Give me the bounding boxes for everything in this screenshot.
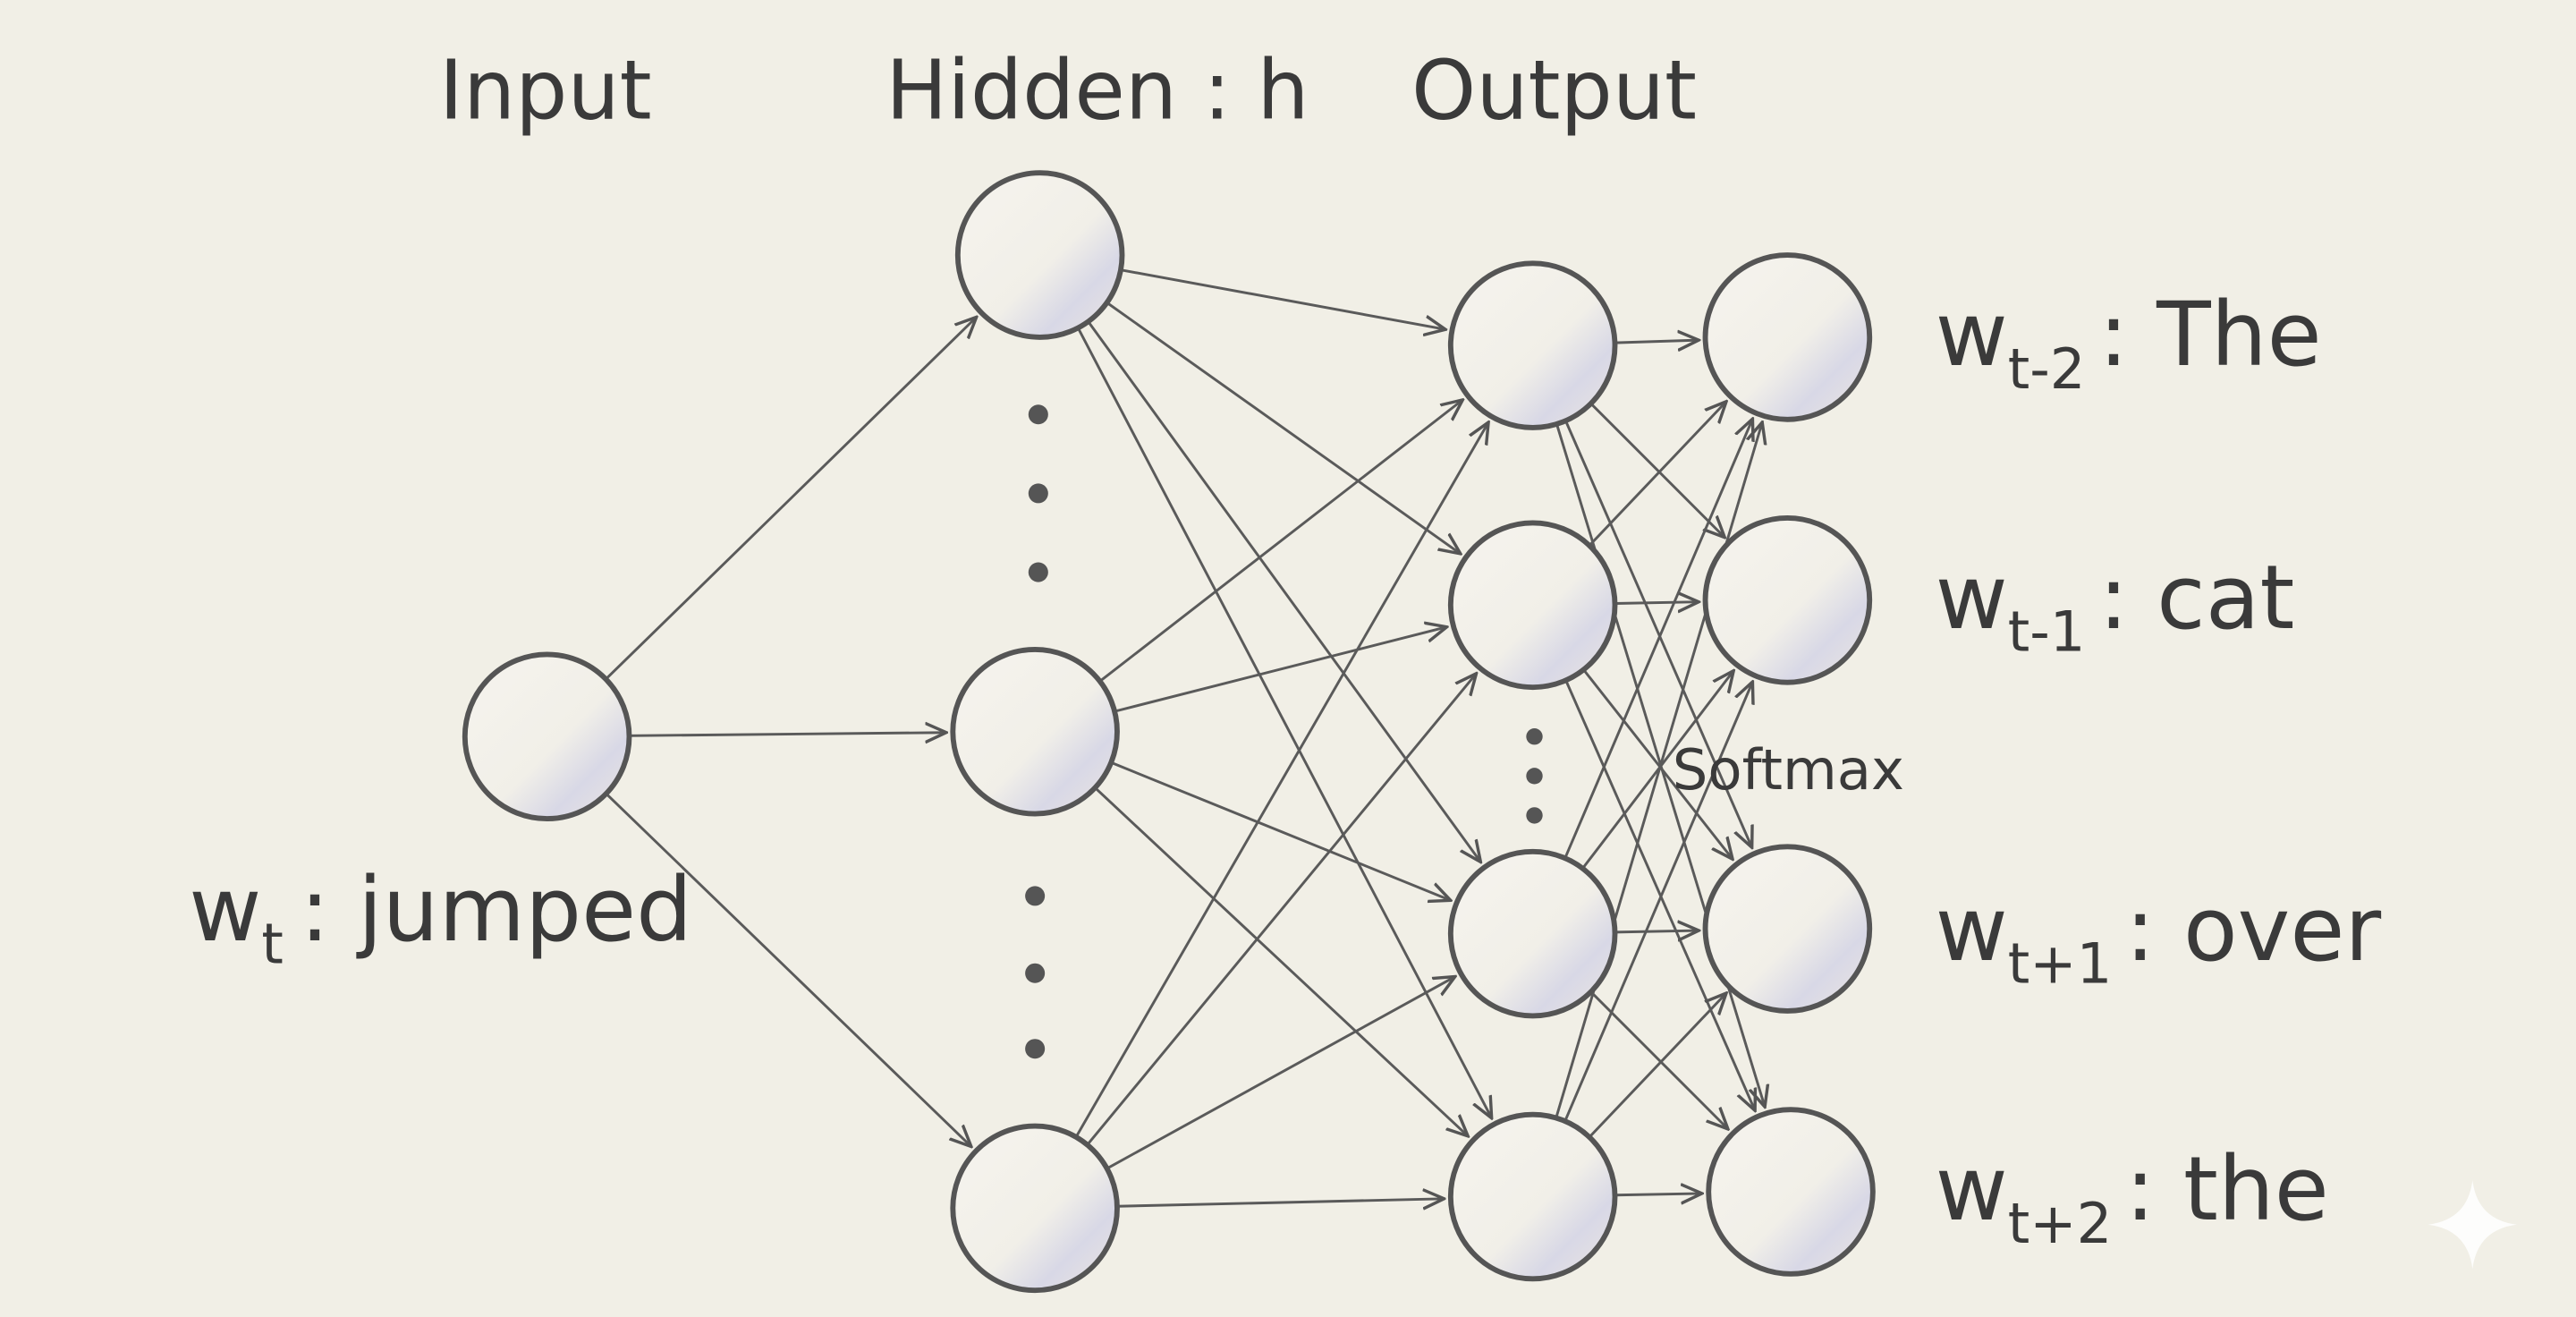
output-to-softmax-arrow (1614, 602, 1699, 604)
hidden-ellipsis-top (1028, 404, 1048, 582)
hidden-node (950, 646, 1120, 817)
neurons (462, 170, 1876, 1294)
hidden-to-output-arrow (1106, 977, 1455, 1170)
output-layer-title: Output (1411, 43, 1697, 139)
output-to-softmax-arrow (1555, 422, 1762, 1118)
output-to-softmax-arrow (1589, 990, 1728, 1129)
hidden-node (954, 170, 1125, 340)
output-to-softmax-arrow (1614, 1194, 1701, 1195)
softmax-label: Softmax (1673, 737, 1904, 803)
output-to-softmax-arrow (1563, 419, 1753, 859)
softmax-node (1702, 252, 1873, 422)
hidden-node (950, 1123, 1120, 1294)
output-to-softmax-arrow (1588, 993, 1726, 1138)
input-layer-title: Input (439, 43, 652, 139)
hidden-to-output-arrow (1074, 422, 1488, 1138)
output-to-softmax-arrow (1564, 420, 1751, 847)
output-node (1447, 848, 1618, 1019)
hidden-to-output-arrow (1087, 320, 1481, 862)
hidden-to-output-arrow (1086, 674, 1477, 1146)
hidden-to-output-arrow (1116, 1199, 1445, 1206)
output-to-softmax-arrow (1582, 668, 1733, 859)
output-to-softmax-arrow (1563, 682, 1753, 1122)
input-to-hidden-arrow (605, 793, 971, 1146)
input-to-hidden-arrow (605, 317, 976, 681)
output-to-softmax-arrow (1614, 340, 1699, 343)
output-ellipsis (1526, 728, 1543, 824)
output-word-label: wt+2: the (1936, 1138, 2329, 1256)
output-node (1447, 1111, 1618, 1282)
softmax-node (1702, 515, 1873, 685)
output-node (1447, 520, 1618, 691)
output-to-softmax-arrow (1589, 403, 1725, 538)
connections (605, 268, 1765, 1207)
hidden-to-output-arrow (1120, 268, 1445, 330)
hidden-ellipsis-bottom (1025, 886, 1046, 1059)
output-word-label: wt-2: The (1936, 284, 2322, 402)
softmax-node (1706, 1107, 1876, 1277)
hidden-to-output-arrow (1110, 760, 1451, 900)
output-to-softmax-arrow (1588, 402, 1726, 547)
hidden-to-output-arrow (1106, 302, 1461, 554)
sparkle-icon (2428, 1180, 2517, 1270)
softmax-node (1702, 844, 1873, 1014)
output-node (1447, 260, 1618, 430)
output-word-label: wt+1: over (1936, 879, 2382, 997)
hidden-layer-title: Hidden : h (886, 43, 1309, 139)
hidden-to-output-arrow (1098, 400, 1463, 683)
input-to-hidden-arrow (629, 733, 945, 736)
hidden-to-output-arrow (1114, 627, 1446, 713)
hidden-to-output-arrow (1094, 786, 1468, 1135)
hidden-to-output-arrow (1076, 327, 1491, 1117)
output-word-label: wt-1: cat (1936, 547, 2295, 665)
output-to-softmax-arrow (1614, 930, 1699, 932)
input-node (462, 651, 632, 822)
input-word-label: wt: jumped (189, 859, 692, 977)
